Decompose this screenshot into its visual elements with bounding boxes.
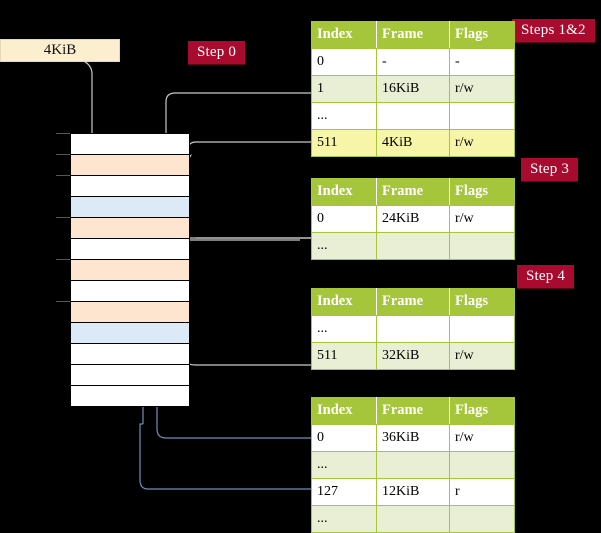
memory-block-row xyxy=(70,259,190,281)
table-row: ... xyxy=(311,451,515,479)
column-header-frame: Frame xyxy=(376,288,450,316)
memory-block-row xyxy=(70,238,190,260)
table-cell: r/w xyxy=(449,342,515,370)
memory-block-row xyxy=(70,133,190,155)
table-cell: ... xyxy=(311,232,377,260)
memory-block-row xyxy=(70,364,190,386)
badge-step-4: Step 4 xyxy=(517,265,575,288)
table-cell: 0 xyxy=(311,424,377,452)
column-header-frame: Frame xyxy=(376,21,450,49)
table-cell: 24KiB xyxy=(376,205,450,233)
badge-steps-1-2: Steps 1&2 xyxy=(512,19,595,42)
table-cell: ... xyxy=(311,102,377,130)
memory-row-tick xyxy=(56,154,70,155)
table-cell xyxy=(376,102,450,130)
memory-block-row xyxy=(70,154,190,176)
table-cell xyxy=(449,232,515,260)
table-cell: ... xyxy=(311,451,377,479)
table-cell: 0 xyxy=(311,205,377,233)
badge-step-3: Step 3 xyxy=(521,158,579,181)
table-cell: 12KiB xyxy=(376,478,450,506)
table-cell: 36KiB xyxy=(376,424,450,452)
table-cell: 127 xyxy=(311,478,377,506)
memory-block-row xyxy=(70,217,190,239)
memory-block-row xyxy=(70,175,190,197)
memory-block-row xyxy=(70,280,190,302)
table-cell: ... xyxy=(311,505,377,533)
table-cell: 0 xyxy=(311,48,377,76)
table-row: 0-- xyxy=(311,48,515,76)
memory-block-row xyxy=(70,301,190,323)
table-cell: ... xyxy=(311,315,377,343)
column-header-flags: Flags xyxy=(449,288,515,316)
memory-block-row xyxy=(70,322,190,344)
table-cell: 1 xyxy=(311,75,377,103)
table-cell: 4KiB xyxy=(376,129,450,157)
table-cell xyxy=(376,315,450,343)
table-cell: - xyxy=(376,48,450,76)
table-cell xyxy=(376,451,450,479)
column-header-flags: Flags xyxy=(449,21,515,49)
table-row: ... xyxy=(311,232,515,260)
size-label-4kib: 4KiB xyxy=(0,39,120,62)
table-cell: 511 xyxy=(311,129,377,157)
memory-row-tick xyxy=(56,133,70,134)
column-header-flags: Flags xyxy=(449,178,515,206)
table-cell xyxy=(449,451,515,479)
memory-row-tick xyxy=(56,175,70,176)
table-cell xyxy=(449,315,515,343)
column-header-index: Index xyxy=(311,397,377,425)
table-cell: 16KiB xyxy=(376,75,450,103)
memory-row-tick xyxy=(56,217,70,218)
table-cell: r/w xyxy=(449,129,515,157)
table-cell xyxy=(376,505,450,533)
badge-step-0: Step 0 xyxy=(188,41,246,64)
table-cell xyxy=(376,232,450,260)
memory-row-tick xyxy=(56,259,70,260)
table-cell: r/w xyxy=(449,424,515,452)
table-cell xyxy=(449,102,515,130)
column-header-index: Index xyxy=(311,21,377,49)
memory-block-row xyxy=(70,385,190,407)
memory-block-row xyxy=(70,196,190,218)
table-cell: r/w xyxy=(449,75,515,103)
column-header-index: Index xyxy=(311,288,377,316)
table-cell: 32KiB xyxy=(376,342,450,370)
column-header-flags: Flags xyxy=(449,397,515,425)
table-cell xyxy=(449,505,515,533)
table-row: ... xyxy=(311,505,515,533)
table-row: ... xyxy=(311,315,515,343)
column-header-index: Index xyxy=(311,178,377,206)
memory-block-row xyxy=(70,343,190,365)
table-cell: r/w xyxy=(449,205,515,233)
column-header-frame: Frame xyxy=(376,178,450,206)
column-header-frame: Frame xyxy=(376,397,450,425)
table-cell: - xyxy=(449,48,515,76)
memory-column xyxy=(56,133,190,416)
table-cell: r xyxy=(449,478,515,506)
memory-row-tick xyxy=(56,301,70,302)
table-cell: 511 xyxy=(311,342,377,370)
table-row: ... xyxy=(311,102,515,130)
